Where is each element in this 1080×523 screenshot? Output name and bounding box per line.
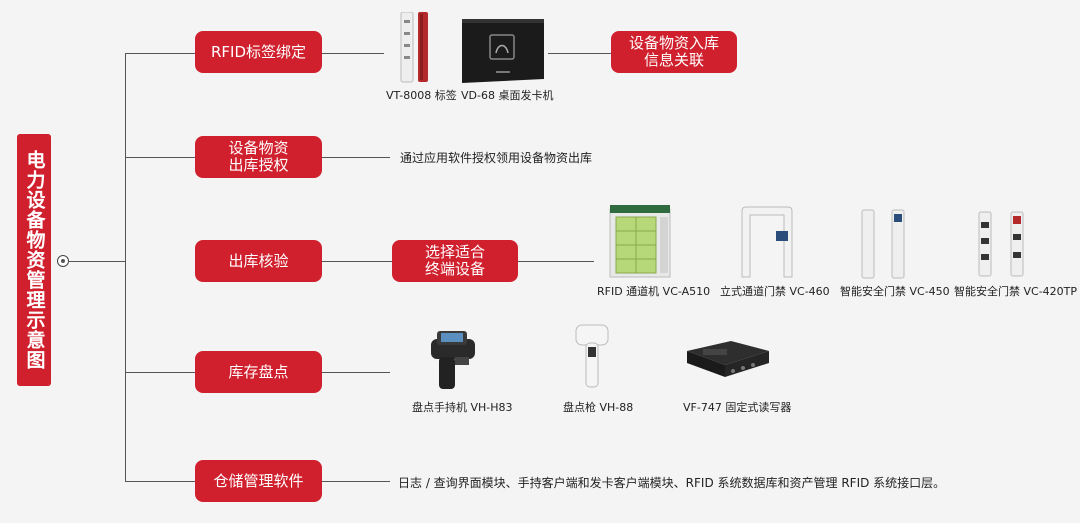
node-outbound-authorization: 设备物资 出库授权 <box>195 136 322 178</box>
branch-line-1 <box>125 53 195 54</box>
vd-68-card-issuer-image <box>460 15 546 85</box>
node-outbound-verification: 出库核验 <box>195 240 322 282</box>
vc-450-security-gate-image <box>856 208 912 280</box>
device-label-vc-450: 智能安全门禁 VC-450 <box>840 285 950 298</box>
vt-8008-tag-image <box>398 11 432 84</box>
vc-460-gate-image <box>738 205 796 279</box>
node-rfid-tag-binding: RFID标签绑定 <box>195 31 322 73</box>
branch1-to-devices-line <box>322 53 384 54</box>
terminal-to-devices-line <box>518 261 594 262</box>
branch-line-2 <box>125 157 195 158</box>
vf-747-fixed-reader-image <box>683 337 773 385</box>
device-label-vc-460: 立式通道门禁 VC-460 <box>720 285 830 298</box>
branch2-note-line <box>322 157 390 158</box>
device-label-vh-88: 盘点枪 VH-88 <box>563 401 634 414</box>
root-connector <box>69 261 126 262</box>
branch5-note-line <box>322 481 390 482</box>
vc-a510-channel-image <box>608 205 672 279</box>
devices-to-inbound-line <box>548 53 611 54</box>
node-inbound-info-association: 设备物资入库 信息关联 <box>611 31 737 73</box>
note-warehouse-software: 日志 / 查询界面模块、手持客户端和发卡客户端模块、RFID 系统数据库和资产管… <box>398 476 946 490</box>
node-warehouse-software: 仓储管理软件 <box>195 460 322 502</box>
diagram-title: 电力设备物资管理示意图 <box>17 134 51 386</box>
note-outbound-authorization: 通过应用软件授权领用设备物资出库 <box>400 151 593 165</box>
vh-h83-handheld-image <box>425 329 485 393</box>
device-label-vt-8008: VT-8008 标签 <box>386 89 457 102</box>
node-select-terminal: 选择适合 终端设备 <box>392 240 518 282</box>
branch4-connector-line <box>322 372 390 373</box>
device-label-vd-68: VD-68 桌面发卡机 <box>461 89 554 102</box>
branch-line-4 <box>125 372 195 373</box>
vc-420tp-security-gate-image <box>975 208 1031 280</box>
device-label-vh-h83: 盘点手持机 VH-H83 <box>412 401 513 414</box>
device-label-vc-a510: RFID 通道机 VC-A510 <box>597 285 711 298</box>
node-inventory-check: 库存盘点 <box>195 351 322 393</box>
tree-trunk <box>125 53 126 482</box>
branch-line-5 <box>125 481 195 482</box>
root-node-dot <box>57 255 69 267</box>
device-label-vf-747: VF-747 固定式读写器 <box>683 401 792 414</box>
branch3-connector-line <box>322 261 392 262</box>
device-label-vc-420tp: 智能安全门禁 VC-420TP <box>954 285 1078 298</box>
vh-88-inventory-gun-image <box>574 323 610 389</box>
